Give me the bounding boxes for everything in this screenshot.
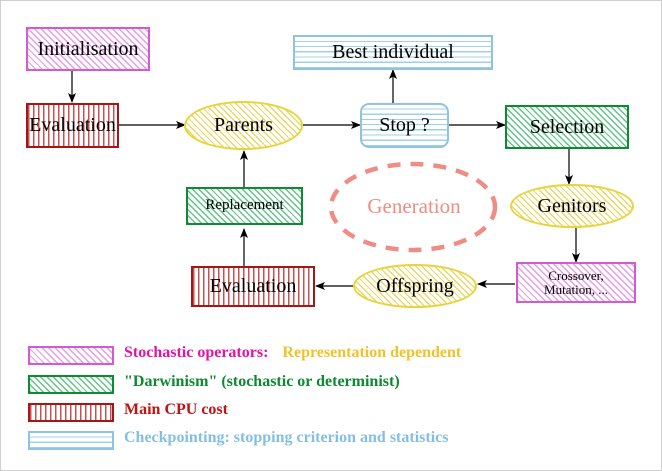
legend-label-darwinism: "Darwinism" (stochastic or determinist) xyxy=(124,373,400,391)
legend-swatch-stochastic-operators xyxy=(28,346,114,365)
node-evaluation-bottom-label: Evaluation xyxy=(209,275,297,297)
legend-label-checkpointing: Checkpointing: stopping criterion and st… xyxy=(124,429,448,447)
node-initialisation[interactable]: Initialisation xyxy=(26,27,150,71)
legend-swatch-main-cpu-cost xyxy=(28,403,114,422)
node-stop[interactable]: Stop ? xyxy=(360,103,449,148)
legend-swatch-checkpointing xyxy=(28,431,114,450)
legend-text-1: "Darwinism" (stochastic or determinist) xyxy=(124,373,400,390)
node-operators-label-line2: Mutation, ... xyxy=(544,281,608,297)
legend-extra-0: Representation dependent xyxy=(282,344,462,361)
node-parents[interactable]: Parents xyxy=(184,101,303,150)
legend-label-main-cpu-cost: Main CPU cost xyxy=(124,401,228,419)
node-initialisation-label: Initialisation xyxy=(37,37,139,60)
node-best-individual-label: Best individual xyxy=(332,41,454,63)
generation-text: Generation xyxy=(367,194,461,218)
node-best-individual[interactable]: Best individual xyxy=(293,35,493,70)
node-genitors[interactable]: Genitors xyxy=(510,184,634,228)
node-generation-label: Generation xyxy=(353,194,475,219)
node-operators-label-line1: Crossover, xyxy=(548,267,604,283)
node-selection[interactable]: Selection xyxy=(505,105,629,149)
node-evaluation-top[interactable]: Evaluation xyxy=(26,103,119,148)
node-replacement[interactable]: Replacement xyxy=(186,187,303,225)
node-evaluation-top-label: Evaluation xyxy=(29,114,116,136)
legend-swatch-darwinism xyxy=(28,375,114,394)
node-replacement-label: Replacement xyxy=(205,197,284,214)
legend-label-stochastic-operators: Stochastic operators: Representation dep… xyxy=(124,344,461,362)
node-evaluation-bottom[interactable]: Evaluation xyxy=(191,266,315,307)
generation-dashed-ellipse xyxy=(328,161,498,253)
node-genitors-label: Genitors xyxy=(537,194,607,217)
node-stop-label: Stop ? xyxy=(379,114,430,136)
legend-text-3: Checkpointing: stopping criterion and st… xyxy=(124,429,449,446)
legend-text-0: Stochastic operators: xyxy=(124,344,269,361)
node-selection-label: Selection xyxy=(529,115,605,138)
legend-text-2: Main CPU cost xyxy=(124,401,228,418)
node-offspring-label: Offspring xyxy=(376,274,454,297)
node-operators[interactable]: Crossover, Mutation, ... xyxy=(516,262,636,303)
node-offspring[interactable]: Offspring xyxy=(353,264,477,308)
node-parents-label: Parents xyxy=(214,114,273,136)
